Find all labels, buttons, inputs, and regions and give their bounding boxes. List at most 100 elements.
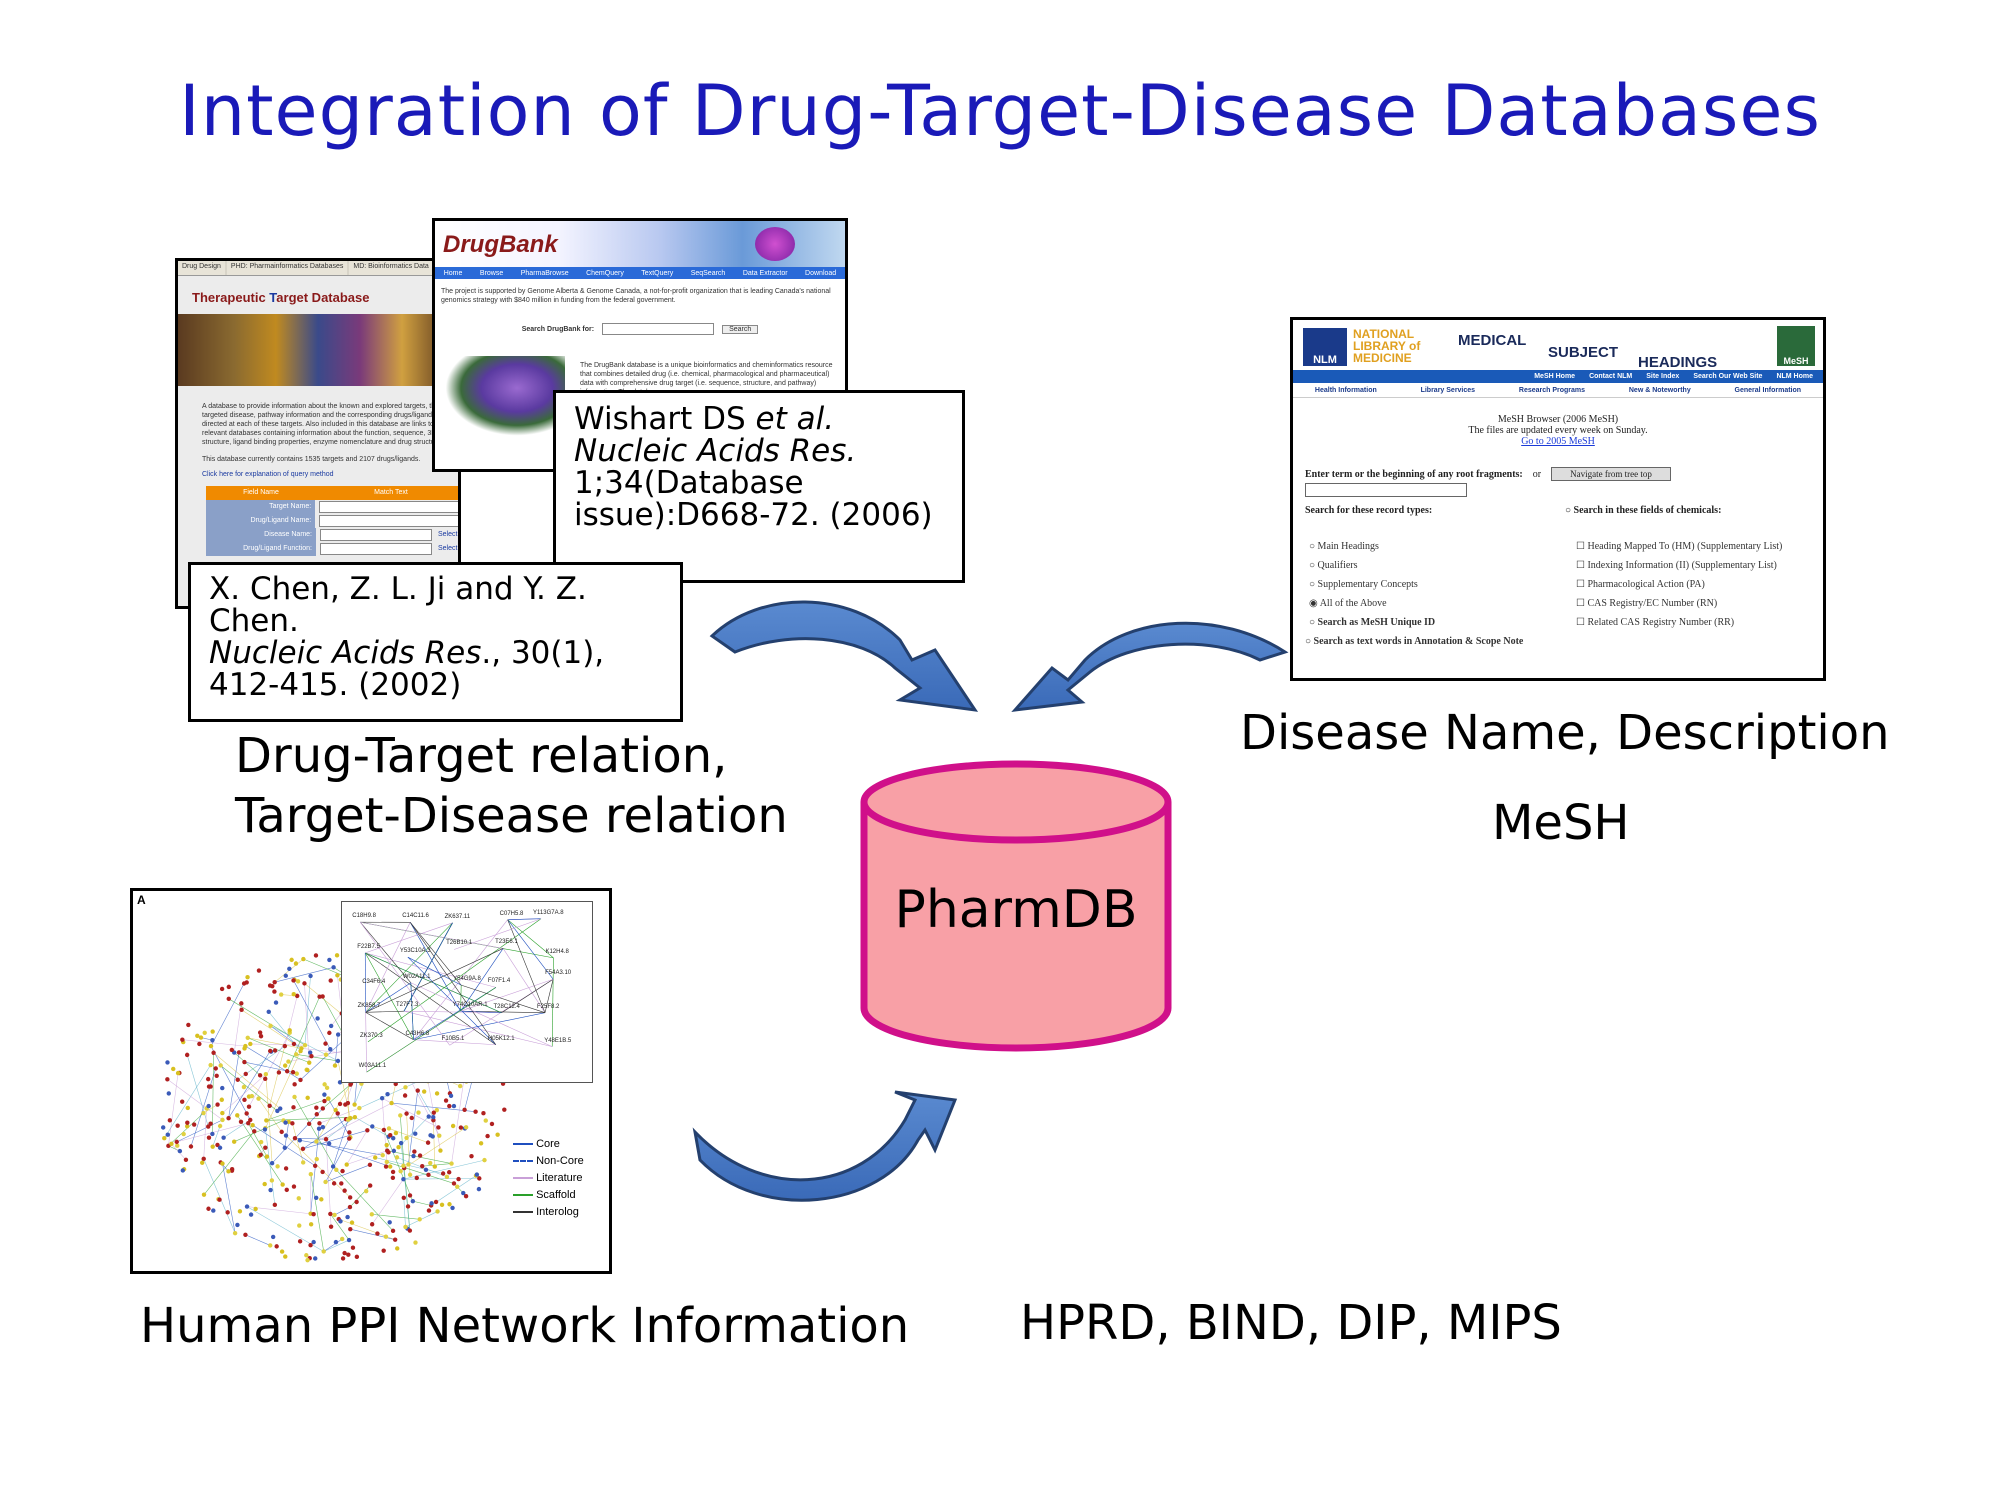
ppi-node xyxy=(283,1254,288,1259)
ppi-node xyxy=(165,1060,170,1065)
ttd-input[interactable] xyxy=(319,501,458,513)
ppi-node xyxy=(262,1127,268,1132)
inset-edge xyxy=(460,1010,502,1014)
ppi-edge xyxy=(222,1073,267,1114)
mesh-nav-item[interactable]: MeSH Home xyxy=(1534,373,1576,380)
ppi-node xyxy=(426,1172,431,1178)
mesh-subnav-item[interactable]: General Information xyxy=(1734,386,1802,394)
drugbank-search-input[interactable] xyxy=(602,323,715,335)
ttd-tab[interactable]: MD: Bioinformatics Data xyxy=(349,261,433,275)
inset-edge xyxy=(507,918,542,921)
ttd-tab[interactable]: Drug Design xyxy=(178,261,225,275)
mesh-checkbox-option[interactable]: ☐ Related CAS Registry Number (RR) xyxy=(1576,617,1735,628)
drugbank-nav-item[interactable]: SeqSearch xyxy=(690,269,726,277)
drugbank-nav-item[interactable]: PharmaBrowse xyxy=(520,269,569,277)
ppi-node xyxy=(258,1139,264,1145)
ppi-node xyxy=(297,1138,303,1143)
ppi-node xyxy=(231,1139,237,1144)
ppi-node xyxy=(328,1046,333,1052)
ppi-node xyxy=(323,1179,328,1185)
legend-swatch xyxy=(513,1194,533,1197)
mesh-nav-item[interactable]: Contact NLM xyxy=(1589,373,1633,380)
ppi-node xyxy=(443,1098,449,1103)
ppi-node xyxy=(290,1070,296,1075)
ttd-select-link[interactable]: Select xyxy=(438,531,458,538)
ppi-node xyxy=(250,1122,255,1128)
drugbank-search-button[interactable]: Search xyxy=(722,324,759,334)
ppi-node xyxy=(272,989,277,994)
mesh-checkbox-option[interactable]: ☐ CAS Registry/EC Number (RN) xyxy=(1576,598,1718,609)
ttd-tab[interactable]: PHD: Pharmainformatics Databases xyxy=(226,261,348,275)
ppi-edge xyxy=(388,1128,429,1143)
mesh-radio-option[interactable]: ○ Main Headings xyxy=(1309,541,1379,552)
gene-label: Y53C10A.3 xyxy=(399,948,431,955)
mesh-subnav-item[interactable]: Library Services xyxy=(1420,386,1476,394)
nlm-badge: NLM xyxy=(1303,328,1347,366)
ppi-node xyxy=(314,1112,319,1117)
ppi-node xyxy=(447,1202,452,1207)
legend-item: Literature xyxy=(513,1170,584,1187)
drugbank-nav-item[interactable]: Data Extractor xyxy=(742,269,788,277)
ttd-input[interactable] xyxy=(320,529,432,541)
gene-label: T27F7.3 xyxy=(395,1002,419,1009)
drugbank-nav-item[interactable]: Home xyxy=(443,269,463,277)
mesh-radio-option-selected[interactable]: ◉ All of the Above xyxy=(1309,598,1387,609)
ppi-node xyxy=(370,1124,375,1129)
ppi-node xyxy=(180,1037,185,1042)
ppi-node xyxy=(369,1212,375,1217)
ttd-input[interactable] xyxy=(320,543,432,555)
mesh-radio-option[interactable]: ○ Search as MeSH Unique ID xyxy=(1309,617,1436,628)
ppi-node xyxy=(202,1030,207,1035)
ppi-node xyxy=(274,1244,279,1249)
inset-edge xyxy=(365,1012,414,1040)
ppi-node xyxy=(292,1082,297,1087)
mesh-radio-option[interactable]: ○ Supplementary Concepts xyxy=(1309,579,1418,590)
drugbank-nav-item[interactable]: TextQuery xyxy=(641,269,674,277)
inset-edge xyxy=(410,982,553,1047)
mesh-term-input[interactable] xyxy=(1305,483,1467,497)
ppi-node xyxy=(292,1136,298,1141)
drugbank-nav-item[interactable]: Download xyxy=(805,269,837,277)
ppi-node xyxy=(448,1093,454,1099)
mesh-navigate-button[interactable]: Navigate from tree top xyxy=(1551,467,1671,481)
mesh-word-medical: MEDICAL xyxy=(1458,332,1527,349)
mesh-nav-item[interactable]: Site Index xyxy=(1646,373,1680,380)
mesh-checkbox-option[interactable]: ☐ Heading Mapped To (HM) (Supplementary … xyxy=(1576,541,1783,552)
legend-item: Core xyxy=(513,1136,584,1153)
mesh-subnav-item[interactable]: Health Information xyxy=(1314,386,1377,394)
drugbank-nav-item[interactable]: Browse xyxy=(479,269,504,277)
mesh-2005-link[interactable]: Go to 2005 MeSH xyxy=(1521,436,1595,447)
mesh-nav-item[interactable]: NLM Home xyxy=(1776,373,1813,380)
ppi-node xyxy=(205,1076,211,1082)
mesh-checkbox-option[interactable]: ☐ Indexing Information (II) (Supplementa… xyxy=(1576,560,1777,571)
mesh-nav-item[interactable]: Search Our Web Site xyxy=(1693,373,1763,380)
ppi-node xyxy=(311,1239,316,1245)
ppi-node xyxy=(264,1118,269,1123)
mesh-subnav-item[interactable]: New & Noteworthy xyxy=(1628,386,1691,394)
ppi-node xyxy=(357,1105,362,1111)
mesh-subnav-item[interactable]: Research Programs xyxy=(1518,386,1586,394)
mesh-enter-label: Enter term or the beginning of any root … xyxy=(1305,468,1523,480)
ttd-select-link[interactable]: Select xyxy=(438,545,458,552)
ppi-node xyxy=(290,1121,295,1126)
ppi-node xyxy=(276,1070,282,1075)
ppi-node xyxy=(410,1199,416,1204)
mesh-record-types-label: Search for these record types: xyxy=(1305,505,1433,516)
drugbank-nav-item[interactable]: ChemQuery xyxy=(586,269,624,277)
mesh-checkbox-option[interactable]: ☐ Pharmacological Action (PA) xyxy=(1576,579,1705,590)
ppi-node xyxy=(381,1127,387,1133)
curved-arrow-icon xyxy=(1011,621,1289,712)
ppi-node xyxy=(294,1071,299,1076)
mesh-radio-option[interactable]: ○ Search as text words in Annotation & S… xyxy=(1305,636,1524,647)
ppi-edge xyxy=(398,1116,429,1148)
ppi-node xyxy=(332,1212,337,1218)
ppi-node xyxy=(279,1249,285,1254)
mesh-radio-option[interactable]: ○ Qualifiers xyxy=(1309,560,1358,571)
ppi-edge xyxy=(203,1108,207,1159)
ppi-node xyxy=(323,1041,328,1046)
ttd-input[interactable] xyxy=(319,515,458,527)
ppi-node xyxy=(461,1190,466,1196)
ppi-node xyxy=(267,1048,273,1054)
ppi-node xyxy=(458,1125,464,1130)
